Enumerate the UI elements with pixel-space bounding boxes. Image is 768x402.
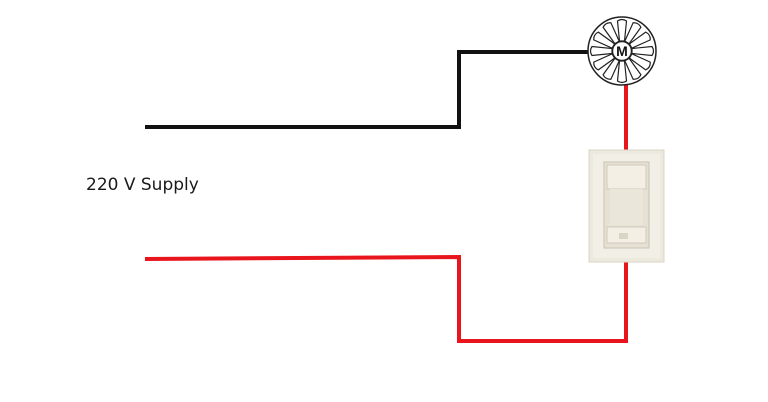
- fan-blade: [593, 53, 616, 71]
- phase-wire-supply-to-switch: [144, 254, 628, 343]
- fan-blade: [602, 57, 620, 80]
- motor-hub: [611, 40, 633, 62]
- supply-label: 220 V Supply: [86, 175, 199, 195]
- fan-blade: [628, 31, 651, 49]
- fan-blade: [631, 45, 655, 57]
- fan-blade: [589, 45, 613, 57]
- motor-symbol: M: [616, 43, 628, 59]
- fan-blade: [602, 22, 620, 45]
- wall-switch-icon: [588, 149, 665, 263]
- fan-blade: [624, 22, 642, 45]
- fan-blade: [628, 53, 651, 71]
- fan-blade: [593, 31, 616, 49]
- fan-blade: [616, 18, 628, 42]
- fan-blade: [616, 60, 628, 84]
- neutral-wire: [145, 50, 606, 129]
- fan-motor-icon: M: [587, 16, 657, 86]
- fan-blade: [624, 57, 642, 80]
